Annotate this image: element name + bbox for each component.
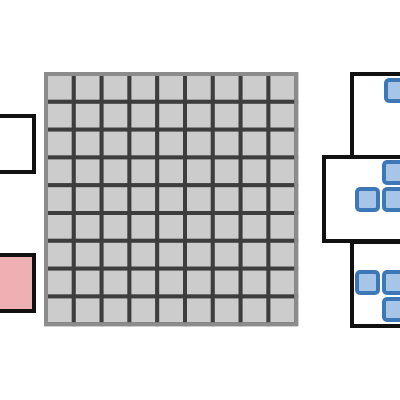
board-cell[interactable] — [238, 238, 271, 271]
board-cell[interactable] — [71, 183, 104, 215]
board-cell[interactable] — [210, 266, 243, 299]
board-cell[interactable] — [155, 72, 187, 104]
board-cell[interactable] — [210, 211, 243, 243]
piece-block — [384, 78, 400, 103]
board-cell[interactable] — [238, 127, 271, 160]
board-cell[interactable] — [266, 183, 299, 215]
board-cell[interactable] — [44, 183, 76, 215]
piece-block — [382, 160, 400, 185]
board-cell[interactable] — [155, 155, 187, 188]
board-cell[interactable] — [44, 238, 76, 271]
board-cell[interactable] — [44, 99, 76, 132]
board-cell[interactable] — [238, 72, 271, 104]
board-cell[interactable] — [44, 211, 76, 243]
board-cell[interactable] — [44, 266, 76, 299]
board-cell[interactable] — [99, 238, 132, 271]
board-cell[interactable] — [127, 238, 160, 271]
board-cell[interactable] — [210, 72, 243, 104]
board-cell[interactable] — [99, 266, 132, 299]
board-cell[interactable] — [266, 294, 299, 327]
next-pieces-panel — [322, 72, 400, 328]
board-border — [44, 72, 299, 327]
board-cell[interactable] — [99, 183, 132, 215]
board-cell[interactable] — [127, 266, 160, 299]
board-cell[interactable] — [266, 72, 299, 104]
left-panel — [0, 114, 36, 313]
board-cell[interactable] — [71, 127, 104, 160]
board-cell[interactable] — [71, 211, 104, 243]
game-board[interactable] — [44, 72, 299, 327]
board-cell[interactable] — [127, 183, 160, 215]
board-cell[interactable] — [127, 127, 160, 160]
board-cell[interactable] — [127, 72, 160, 104]
board-cell[interactable] — [183, 183, 215, 215]
piece-block — [355, 187, 380, 212]
board-cell[interactable] — [238, 294, 271, 327]
board-cell[interactable] — [183, 266, 215, 299]
board-cell[interactable] — [210, 183, 243, 215]
board-cell[interactable] — [71, 294, 104, 327]
board-cell[interactable] — [99, 155, 132, 188]
next-piece-1[interactable] — [384, 78, 400, 103]
board-cell[interactable] — [71, 238, 104, 271]
board-cell[interactable] — [71, 266, 104, 299]
piece-block — [355, 270, 380, 295]
board-cell[interactable] — [183, 99, 215, 132]
board-cell[interactable] — [155, 183, 187, 215]
board-cell[interactable] — [183, 72, 215, 104]
board-cell[interactable] — [155, 211, 187, 243]
board-cell[interactable] — [266, 99, 299, 132]
board-cell[interactable] — [266, 127, 299, 160]
piece-block — [382, 187, 400, 212]
board-cell[interactable] — [44, 294, 76, 327]
board-cell[interactable] — [238, 99, 271, 132]
board-cell[interactable] — [238, 155, 271, 188]
board-cell[interactable] — [99, 211, 132, 243]
hold-slot-bottom[interactable] — [0, 253, 36, 313]
board-cell[interactable] — [238, 266, 271, 299]
board-cell[interactable] — [183, 155, 215, 188]
board-cell[interactable] — [155, 266, 187, 299]
piece-block — [382, 297, 400, 322]
board-cell[interactable] — [44, 72, 76, 104]
next-piece-3[interactable] — [355, 270, 400, 322]
board-cell[interactable] — [127, 211, 160, 243]
next-pieces — [355, 78, 400, 322]
board-cell[interactable] — [99, 72, 132, 104]
board-cell[interactable] — [127, 99, 160, 132]
board-cell[interactable] — [210, 294, 243, 327]
board-cell[interactable] — [183, 238, 215, 271]
board-cell[interactable] — [71, 155, 104, 188]
board-cell[interactable] — [127, 294, 160, 327]
board-cell[interactable] — [210, 127, 243, 160]
board-cell[interactable] — [127, 155, 160, 188]
board-cell[interactable] — [99, 99, 132, 132]
board-cell[interactable] — [44, 155, 76, 188]
board-cell[interactable] — [71, 72, 104, 104]
board-cell[interactable] — [183, 211, 215, 243]
board-cell[interactable] — [238, 211, 271, 243]
board-cell[interactable] — [266, 238, 299, 271]
board-cell[interactable] — [210, 238, 243, 271]
board-cell[interactable] — [155, 99, 187, 132]
board-cell[interactable] — [99, 294, 132, 327]
board-cell[interactable] — [266, 155, 299, 188]
board-cell[interactable] — [266, 211, 299, 243]
next-piece-2[interactable] — [355, 160, 400, 212]
board-cell[interactable] — [183, 127, 215, 160]
board-cell[interactable] — [99, 127, 132, 160]
hold-slot-top[interactable] — [0, 114, 36, 174]
board-cell[interactable] — [238, 183, 271, 215]
piece-block — [382, 270, 400, 295]
board-cell[interactable] — [155, 238, 187, 271]
board-cell[interactable] — [183, 294, 215, 327]
board-cell[interactable] — [71, 99, 104, 132]
board-cell[interactable] — [155, 294, 187, 327]
board-cell[interactable] — [210, 99, 243, 132]
board-cell[interactable] — [44, 127, 76, 160]
board-cell[interactable] — [155, 127, 187, 160]
board-cell[interactable] — [266, 266, 299, 299]
board-cell[interactable] — [210, 155, 243, 188]
